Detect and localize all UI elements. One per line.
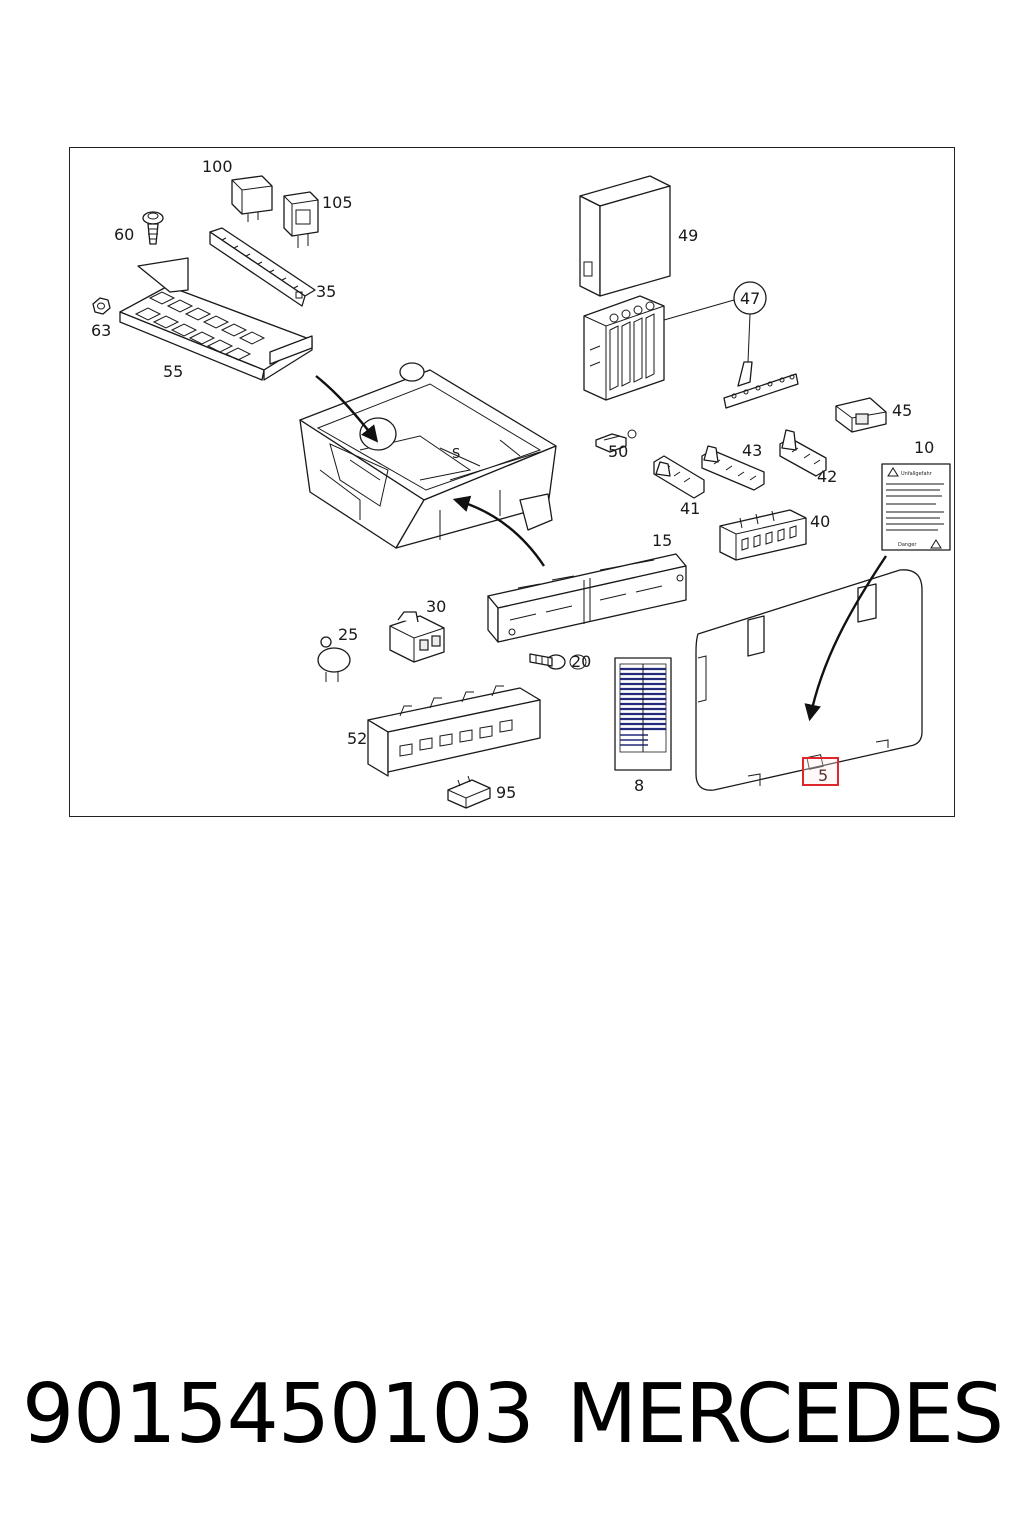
- callout-43: 43: [742, 441, 762, 460]
- callout-100: 100: [202, 157, 233, 176]
- callout-41: 41: [680, 499, 700, 518]
- relay-105: [283, 191, 319, 248]
- connector-block-40: [719, 509, 807, 561]
- callout-5: 5: [818, 766, 828, 785]
- connector-45: [835, 397, 887, 433]
- relay-25: [317, 636, 351, 682]
- socket-41: [653, 455, 705, 499]
- fuse-chart-8: [614, 657, 672, 771]
- bracket-15: [487, 553, 687, 643]
- nut-63: [92, 297, 111, 315]
- callout-20: 20: [571, 652, 591, 671]
- carrier-plate-55: [119, 257, 313, 381]
- fuse-50: [595, 429, 637, 453]
- cover-5: [695, 569, 923, 791]
- callout-42: 42: [817, 467, 837, 486]
- warning-label-title: Unfallgefahr: [901, 471, 933, 477]
- relay-100: [231, 175, 273, 222]
- brand-name: MERCEDES: [566, 1367, 1004, 1462]
- callout-45: 45: [892, 401, 912, 420]
- callout-8: 8: [634, 776, 644, 795]
- callout-25: 25: [338, 625, 358, 644]
- relay-socket-30: [389, 611, 445, 663]
- socket-42: [779, 429, 827, 477]
- part-number: 9015450103: [22, 1367, 535, 1462]
- callout-55: 55: [163, 362, 183, 381]
- screw-60: [142, 211, 164, 245]
- callout-30: 30: [426, 597, 446, 616]
- highlight-box-5: [802, 757, 839, 786]
- callout-95: 95: [496, 783, 516, 802]
- callout-105: 105: [322, 193, 353, 212]
- control-unit-49: [579, 175, 671, 297]
- warning-label-10: Unfallgefahr Danger: [881, 463, 951, 551]
- fuse-box-housing: S: [299, 362, 557, 549]
- callout-49: 49: [678, 226, 698, 245]
- bus-bar-47: [723, 361, 799, 409]
- screw-20: [529, 653, 587, 670]
- callout-40: 40: [810, 512, 830, 531]
- svg-text:S: S: [452, 447, 460, 462]
- terminal-strip-35: [209, 227, 316, 307]
- socket-43: [701, 445, 765, 491]
- warning-label-subtitle: Danger: [898, 542, 917, 548]
- relay-bracket-52: [367, 685, 541, 777]
- callout-35: 35: [316, 282, 336, 301]
- fuse-block-47: [583, 295, 665, 401]
- callout-60: 60: [114, 225, 134, 244]
- callout-50: 50: [608, 442, 628, 461]
- callout-15: 15: [652, 531, 672, 550]
- callout-10: 10: [914, 438, 934, 457]
- footer: 9015450103 MERCEDES: [0, 1365, 1024, 1465]
- callout-63: 63: [91, 321, 111, 340]
- callout-52: 52: [347, 729, 367, 748]
- callout-47: 47: [740, 289, 760, 308]
- plug-95: [447, 775, 491, 809]
